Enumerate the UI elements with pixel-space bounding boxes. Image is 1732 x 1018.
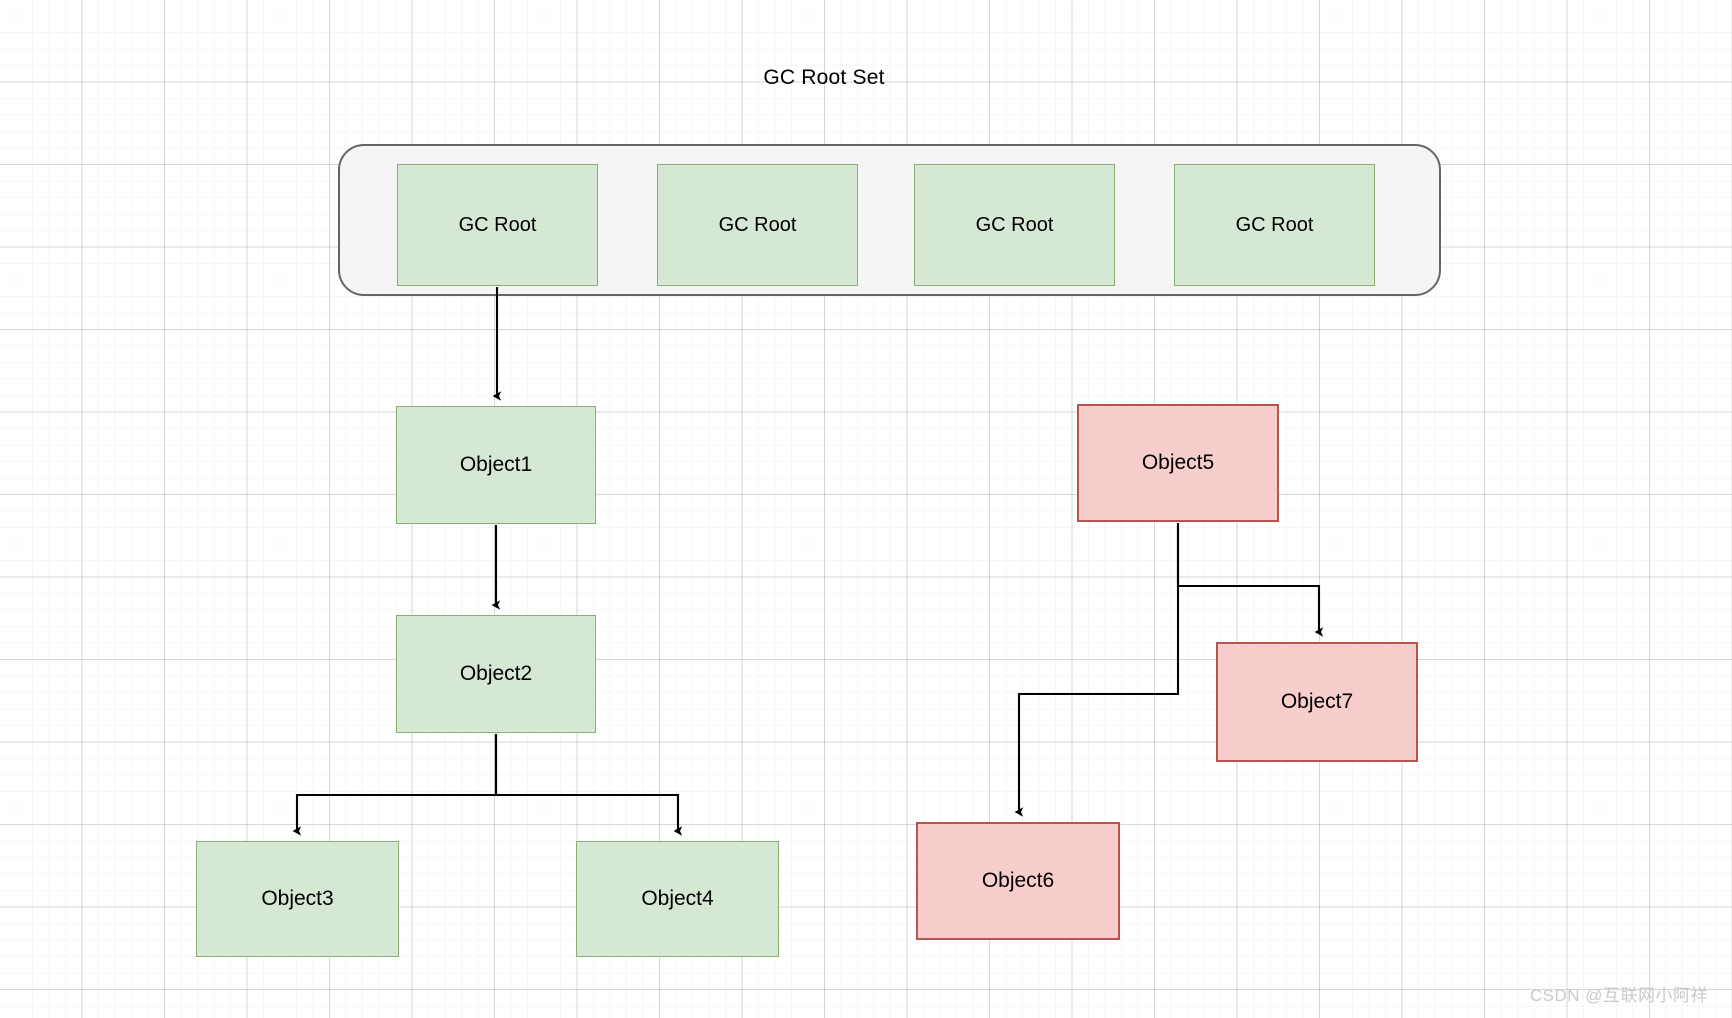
node-label: Object2 [459, 662, 533, 685]
node-label: Object1 [459, 453, 533, 476]
node-label: Object4 [641, 887, 714, 910]
node-object1[interactable]: Object1 [396, 406, 596, 524]
gc-root-label: GC Root [975, 213, 1054, 236]
node-object7[interactable]: Object7 [1216, 642, 1418, 762]
gc-root-box-2[interactable]: GC Root [657, 164, 858, 286]
node-object4[interactable]: Object4 [576, 841, 779, 957]
gc-root-label: GC Root [458, 213, 537, 236]
edge-object2-object4 [494, 734, 678, 831]
edge-object2-object3 [297, 734, 498, 831]
node-label: Object6 [981, 869, 1055, 892]
gc-root-box-3[interactable]: GC Root [914, 164, 1115, 286]
watermark-text: CSDN @互联网小阿祥 [1529, 986, 1708, 1005]
page-title: GC Root Set [763, 66, 885, 89]
gc-root-label: GC Root [718, 213, 797, 236]
gc-root-box-1[interactable]: GC Root [397, 164, 598, 286]
node-object6[interactable]: Object6 [916, 822, 1120, 940]
node-label: Object3 [261, 887, 334, 910]
gc-root-label: GC Root [1235, 213, 1314, 236]
edge-object5-object6 [1019, 523, 1180, 812]
edge-object5-object7 [1176, 523, 1319, 632]
node-object5[interactable]: Object5 [1077, 404, 1279, 522]
gc-root-box-4[interactable]: GC Root [1174, 164, 1375, 286]
node-object2[interactable]: Object2 [396, 615, 596, 733]
node-label: Object7 [1280, 690, 1354, 713]
node-label: Object5 [1141, 451, 1215, 474]
node-object3[interactable]: Object3 [196, 841, 399, 957]
